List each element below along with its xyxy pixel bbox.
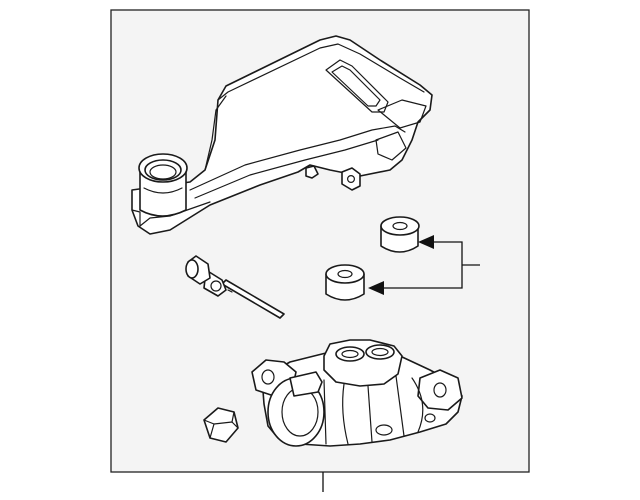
brake-master-cylinder[interactable] — [251, 339, 463, 447]
grommet-callout — [368, 235, 480, 295]
arrow-upper-icon — [418, 235, 434, 249]
reservoir-grommet-lower[interactable] — [325, 264, 365, 301]
fluid-level-sensor[interactable] — [185, 255, 285, 319]
hex-nut[interactable] — [203, 407, 239, 443]
arrow-lower-icon — [368, 281, 384, 295]
brake-fluid-reservoir[interactable] — [131, 35, 433, 235]
reservoir-grommet-upper[interactable] — [380, 216, 420, 253]
